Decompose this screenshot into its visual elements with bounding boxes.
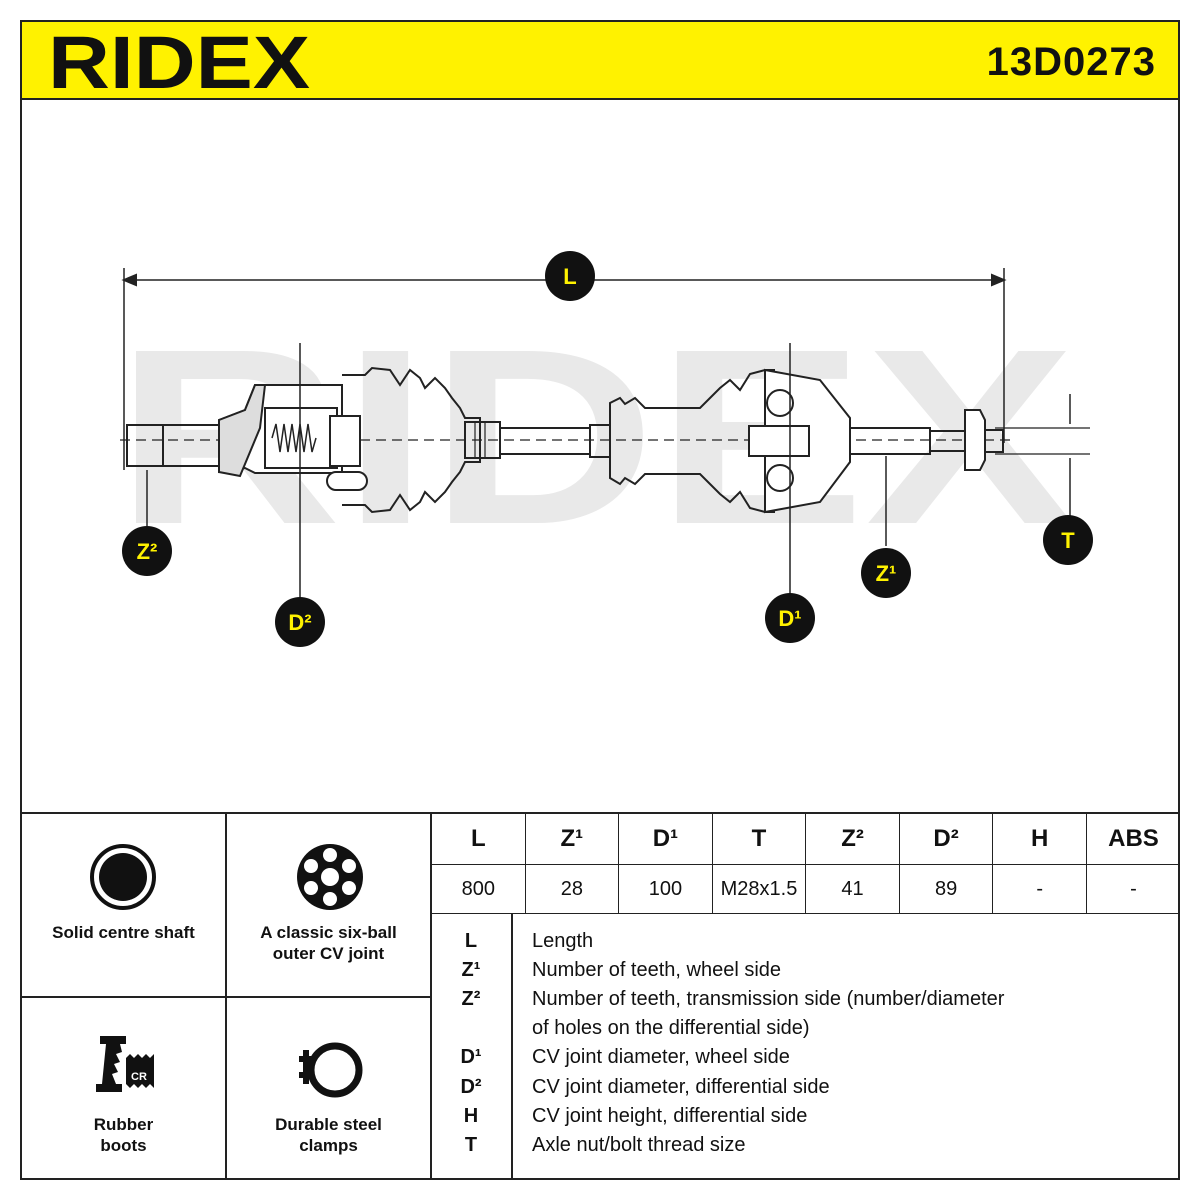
feature-divider-3 [20, 996, 431, 998]
legend: L Length Z¹ Number of teeth, wheel side … [431, 913, 1180, 1180]
feature-label: A classic six-ball outer CV joint [260, 923, 397, 963]
spec-value: 89 [898, 864, 994, 914]
feature-label: Durable steel clamps [275, 1115, 382, 1155]
shaft-drawing [120, 268, 1090, 618]
spec-value: M28x1.5 [711, 864, 807, 914]
spec-header: D² [898, 814, 994, 865]
legend-divider [511, 913, 513, 1180]
badge-D2: D² [275, 597, 325, 647]
ridex-logo: RIDEX [48, 30, 310, 94]
legend-symbol: T [464, 1134, 478, 1156]
badge-L: L [545, 251, 595, 301]
spec-value: - [992, 864, 1087, 914]
legend-symbol: D¹ [460, 1046, 482, 1068]
legend-description: Number of teeth, wheel side [532, 959, 782, 981]
spec-header: L [431, 814, 526, 865]
legend-description: CV joint height, differential side [532, 1105, 808, 1127]
section-divider [20, 812, 1180, 814]
feature-label: Rubber boots [93, 1115, 154, 1155]
legend-description: of holes on the differential side) [532, 1017, 810, 1039]
svg-text:T: T [1061, 528, 1075, 553]
feature-six-ball-joint: A classic six-ball outer CV joint [227, 814, 430, 996]
header-bar: RIDEX 13D0273 [20, 20, 1180, 100]
legend-description: CV joint diameter, differential side [532, 1076, 830, 1098]
feature-steel-clamps: Durable steel clamps [227, 998, 430, 1180]
spec-value: 100 [618, 864, 713, 914]
svg-text:CR: CR [131, 1071, 147, 1083]
specs-value-row: 800 28 100 M28x1.5 41 89 - - [431, 864, 1180, 914]
legend-symbol: D² [460, 1076, 482, 1098]
spec-value: 41 [805, 864, 900, 914]
legend-description: Number of teeth, transmission side (numb… [532, 988, 1005, 1010]
feature-label: Solid centre shaft [52, 923, 195, 942]
svg-text:Z²: Z² [137, 539, 158, 564]
six-ball-joint-icon [297, 844, 363, 910]
specs-table: L Z¹ D¹ T Z² D² H ABS 800 28 100 M28x1.5… [431, 814, 1180, 914]
legend-symbol: H [463, 1105, 479, 1127]
spec-header: Z¹ [524, 814, 620, 865]
spec-header: T [711, 814, 807, 865]
spec-header: H [992, 814, 1087, 865]
svg-text:Z¹: Z¹ [876, 561, 897, 586]
solid-shaft-icon [90, 844, 156, 910]
spec-value: 28 [524, 864, 620, 914]
feature-divider-2 [430, 814, 432, 1180]
driveshaft-diagram: RIDEX [20, 98, 1180, 814]
badge-T: T [1043, 515, 1093, 565]
legend-symbol: L [464, 930, 478, 952]
feature-solid-shaft: Solid centre shaft [22, 814, 225, 996]
spec-header: D¹ [618, 814, 713, 865]
spec-value: 800 [431, 864, 526, 914]
legend-symbol: Z¹ [461, 959, 481, 981]
feature-rubber-boots: CR Rubber boots [22, 998, 225, 1180]
badge-Z1: Z¹ [861, 548, 911, 598]
specs-header-row: L Z¹ D¹ T Z² D² H ABS [431, 814, 1180, 865]
spec-header: Z² [805, 814, 900, 865]
legend-description: Axle nut/bolt thread size [532, 1134, 746, 1156]
svg-text:D¹: D¹ [778, 606, 801, 631]
legend-symbol: Z² [461, 988, 481, 1010]
svg-text:L: L [563, 264, 576, 289]
badge-Z2: Z² [122, 526, 172, 576]
badge-D1: D¹ [765, 593, 815, 643]
brand-text: RIDEX [48, 30, 310, 94]
spec-header: ABS [1085, 814, 1180, 865]
svg-text:D²: D² [288, 610, 311, 635]
part-number: 13D0273 [986, 40, 1156, 84]
legend-description: CV joint diameter, wheel side [532, 1046, 790, 1068]
rubber-boot-cr-icon: CR [96, 1036, 154, 1092]
spec-value: - [1085, 864, 1180, 914]
steel-clamp-icon [299, 1042, 363, 1098]
legend-description: Length [532, 930, 594, 952]
